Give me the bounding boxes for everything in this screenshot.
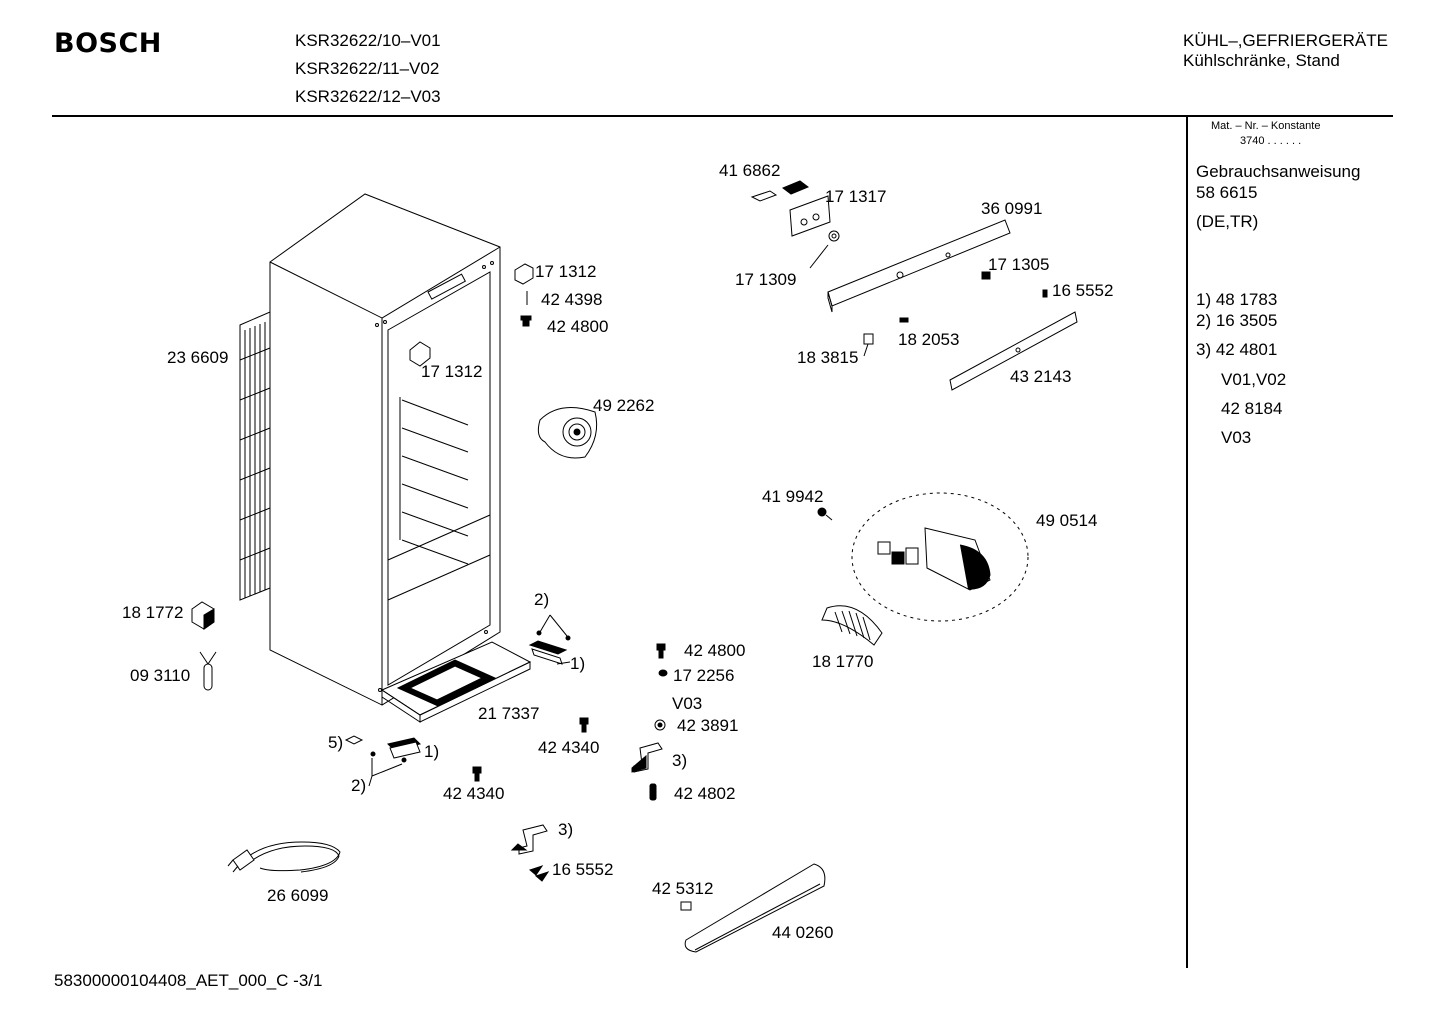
part-label: 42 5312 bbox=[652, 879, 714, 898]
model-number: KSR32622/12–V03 bbox=[295, 87, 441, 106]
manual-title: Gebrauchsanweisung bbox=[1196, 162, 1361, 181]
door-hinge-bottom bbox=[530, 615, 570, 664]
part-label: 23 6609 bbox=[167, 348, 229, 367]
manual-number: 58 6615 bbox=[1196, 183, 1258, 202]
mounting-bracket bbox=[512, 743, 662, 881]
note: 1) 48 1783 bbox=[1196, 290, 1278, 309]
part-label: 17 1312 bbox=[421, 362, 483, 381]
part-label: 17 2256 bbox=[673, 666, 735, 685]
cabinet-body bbox=[270, 194, 500, 705]
part-label: 18 1772 bbox=[122, 603, 184, 622]
part-label: 26 6099 bbox=[267, 886, 329, 905]
mat-value: 3740 . . . . . . bbox=[1240, 135, 1302, 147]
part-label: 43 2143 bbox=[1010, 367, 1072, 386]
fan-housing bbox=[538, 408, 596, 459]
part-label: 18 3815 bbox=[797, 348, 859, 367]
part-label: 42 3891 bbox=[677, 716, 739, 735]
power-cord bbox=[228, 842, 340, 872]
vent-grille bbox=[822, 606, 882, 645]
part-label: 36 0991 bbox=[981, 199, 1043, 218]
part-label: 44 0260 bbox=[772, 923, 834, 942]
model-number: KSR32622/11–V02 bbox=[295, 59, 440, 78]
drip-tray bbox=[382, 642, 530, 722]
part-label: 49 0514 bbox=[1036, 511, 1098, 530]
relay-box bbox=[192, 602, 214, 629]
part-label: 5) bbox=[328, 733, 344, 752]
part-label: 09 3110 bbox=[130, 666, 191, 685]
door-handle bbox=[681, 864, 825, 952]
part-label: 18 1770 bbox=[812, 652, 874, 671]
note: 2) 16 3505 bbox=[1196, 311, 1278, 330]
part-label: 1) bbox=[424, 742, 440, 761]
note: 42 8184 bbox=[1221, 399, 1283, 418]
manual-language: (DE,TR) bbox=[1196, 212, 1259, 231]
note: V03 bbox=[1221, 428, 1252, 447]
part-label: 21 7337 bbox=[478, 704, 540, 723]
part-label: 17 1305 bbox=[988, 255, 1050, 274]
part-label: 16 5552 bbox=[1052, 281, 1114, 300]
thermostat-sensor bbox=[200, 652, 216, 690]
part-label: 41 6862 bbox=[719, 161, 781, 180]
part-label: 2) bbox=[351, 776, 367, 795]
part-label: 42 4800 bbox=[684, 641, 746, 660]
part-label: 42 4398 bbox=[541, 290, 603, 309]
part-label: 41 9942 bbox=[762, 487, 824, 506]
part-label: 42 4800 bbox=[547, 317, 609, 336]
hinge-assembly-top bbox=[410, 264, 533, 366]
control-panel bbox=[752, 181, 1077, 390]
door-hinge-lower bbox=[346, 736, 420, 786]
part-label: V03 bbox=[672, 694, 703, 713]
part-label: 42 4802 bbox=[674, 784, 736, 803]
note: 3) 42 4801 bbox=[1196, 340, 1278, 359]
category-subtitle: Kühlschränke, Stand bbox=[1183, 51, 1340, 70]
part-label: 42 4340 bbox=[443, 784, 505, 803]
document-code: 58300000104408_AET_000_C -3/1 bbox=[54, 971, 323, 990]
screw-set bbox=[473, 644, 667, 800]
condenser-coil bbox=[240, 312, 270, 600]
model-number: KSR32622/10–V01 bbox=[295, 31, 441, 50]
part-label: 42 4340 bbox=[538, 738, 600, 757]
part-label: 17 1309 bbox=[735, 270, 797, 289]
part-label: 18 2053 bbox=[898, 330, 960, 349]
part-label: 17 1317 bbox=[825, 187, 887, 206]
note: V01,V02 bbox=[1221, 370, 1287, 389]
part-label: 3) bbox=[558, 820, 574, 839]
part-label: 16 5552 bbox=[552, 860, 614, 879]
fan-module bbox=[818, 493, 1028, 621]
part-label: 49 2262 bbox=[593, 396, 655, 415]
part-label: 1) bbox=[570, 654, 586, 673]
category-title: KÜHL–,GEFRIERGERÄTE bbox=[1183, 31, 1388, 50]
part-label: 17 1312 bbox=[535, 262, 597, 281]
part-label: 2) bbox=[534, 590, 550, 609]
mat-label: Mat. – Nr. – Konstante bbox=[1211, 120, 1321, 132]
brand-logo: BOSCH bbox=[54, 28, 162, 59]
part-label: 3) bbox=[672, 751, 688, 770]
